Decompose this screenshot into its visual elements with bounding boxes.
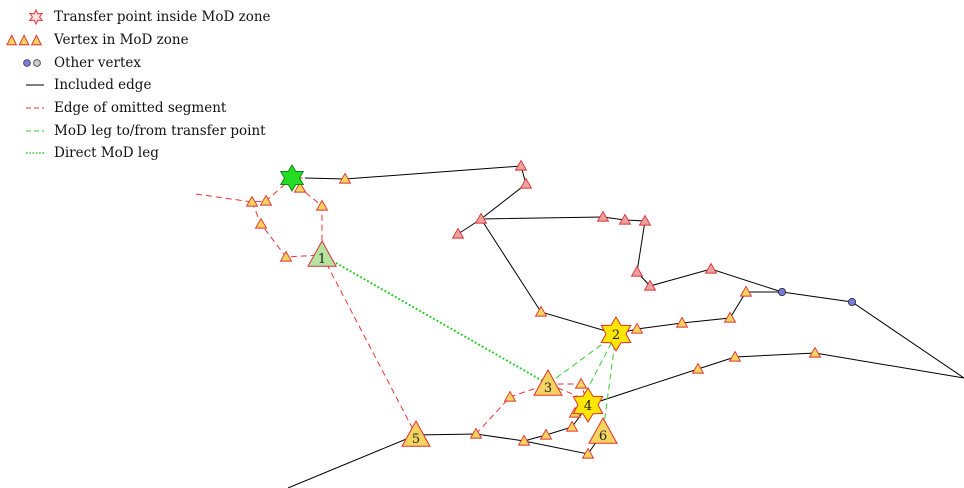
legend-item-vertex-mod: Vertex in MoD zone	[6, 29, 271, 52]
point-label: 3	[544, 381, 552, 396]
included-edge	[523, 404, 604, 455]
transfer-point-star	[600, 316, 632, 352]
vertex-triangle	[519, 177, 533, 189]
numbered-triangle	[401, 419, 431, 447]
numbered-triangle	[307, 239, 337, 267]
vertex-triangle	[474, 212, 488, 224]
vertex-triangle	[293, 181, 307, 193]
vertex-triangle	[638, 214, 652, 226]
vertex-triangle	[539, 428, 553, 440]
legend: Transfer point inside MoD zone Vertex in…	[6, 6, 271, 165]
dashed-green-line-icon	[6, 128, 54, 134]
vertex-triangle	[254, 217, 268, 229]
numbered-point: 5	[401, 419, 431, 447]
legend-item-omitted-edge: Edge of omitted segment	[6, 97, 271, 120]
vertex-triangle	[704, 262, 718, 274]
start-star-icon	[279, 163, 305, 193]
vertex-triangle	[503, 390, 517, 402]
legend-label: Included edge	[54, 77, 152, 94]
numbered-points-layer: 1 2 3 4 5 6	[307, 239, 632, 447]
legend-label: Other vertex	[54, 54, 142, 71]
nodes-layer	[245, 159, 857, 459]
legend-label: MoD leg to/from transfer point	[54, 122, 266, 139]
vertex-triangle	[245, 195, 259, 207]
point-label: 5	[412, 432, 420, 447]
legend-label: Edge of omitted segment	[54, 100, 227, 117]
star-icon	[6, 9, 54, 26]
mod-leg-edge	[602, 333, 617, 433]
vertex-triangle	[596, 210, 610, 222]
vertex-triangle	[469, 427, 483, 439]
other-vertex-circle	[778, 287, 787, 296]
point-label: 2	[612, 328, 620, 343]
vertex-triangle	[565, 420, 579, 432]
vertex-triangle	[574, 377, 588, 389]
legend-label: Vertex in MoD zone	[54, 32, 189, 49]
vertex-triangle	[728, 350, 742, 362]
vertex-triangle	[808, 346, 822, 358]
other-vertex-circle	[848, 297, 857, 306]
solid-line-icon	[6, 82, 54, 88]
legend-label: Direct MoD leg	[54, 145, 159, 162]
vertex-triangle	[691, 362, 705, 374]
vertex-triangle	[315, 199, 329, 211]
edges-layer	[195, 165, 964, 488]
vertex-triangle	[581, 447, 595, 459]
legend-item-included-edge: Included edge	[6, 74, 271, 97]
vertex-triangle	[451, 227, 465, 239]
legend-item-mod-leg: MoD leg to/from transfer point	[6, 119, 271, 142]
dotted-green-line-icon	[6, 150, 54, 156]
included-edge	[587, 352, 964, 406]
vertex-triangle	[279, 250, 293, 262]
numbered-point: 2	[600, 316, 632, 352]
circle-icon	[6, 58, 54, 68]
included-edge	[287, 434, 417, 488]
omitted-segment-edge	[321, 254, 417, 436]
vertex-triangle	[643, 279, 657, 291]
point-label: 1	[318, 252, 326, 267]
vertex-triangle	[675, 316, 689, 328]
direct-mod-leg-edge	[321, 254, 549, 385]
transfer-point-star	[572, 387, 604, 423]
vertex-triangle	[534, 305, 548, 317]
point-label: 6	[599, 429, 607, 444]
numbered-point: 1	[307, 239, 337, 267]
omitted-segment-edge	[291, 177, 323, 255]
legend-item-transfer: Transfer point inside MoD zone	[6, 6, 271, 29]
legend-label: Transfer point inside MoD zone	[54, 9, 271, 26]
vertex-triangle	[630, 265, 644, 277]
legend-item-direct-leg: Direct MoD leg	[6, 142, 271, 165]
numbered-triangle	[588, 416, 618, 444]
point-label: 4	[584, 399, 592, 414]
vertex-triangle	[517, 434, 531, 446]
included-edge	[415, 433, 525, 442]
numbered-point: 4	[572, 387, 604, 423]
numbered-triangle	[533, 368, 563, 396]
vertex-triangle	[514, 159, 528, 171]
vertex-triangle	[723, 311, 737, 323]
vertex-triangle	[618, 213, 632, 225]
triangle-icon	[6, 34, 54, 46]
numbered-point: 3	[533, 368, 563, 396]
vertex-triangle	[338, 172, 352, 184]
vertex-triangle	[739, 285, 753, 297]
dashed-red-line-icon	[6, 105, 54, 111]
legend-item-other-vertex: Other vertex	[6, 51, 271, 74]
omitted-segment-edge	[251, 201, 323, 258]
vertex-triangle	[259, 194, 273, 206]
numbered-point: 6	[588, 416, 618, 444]
vertex-triangle	[630, 322, 644, 334]
